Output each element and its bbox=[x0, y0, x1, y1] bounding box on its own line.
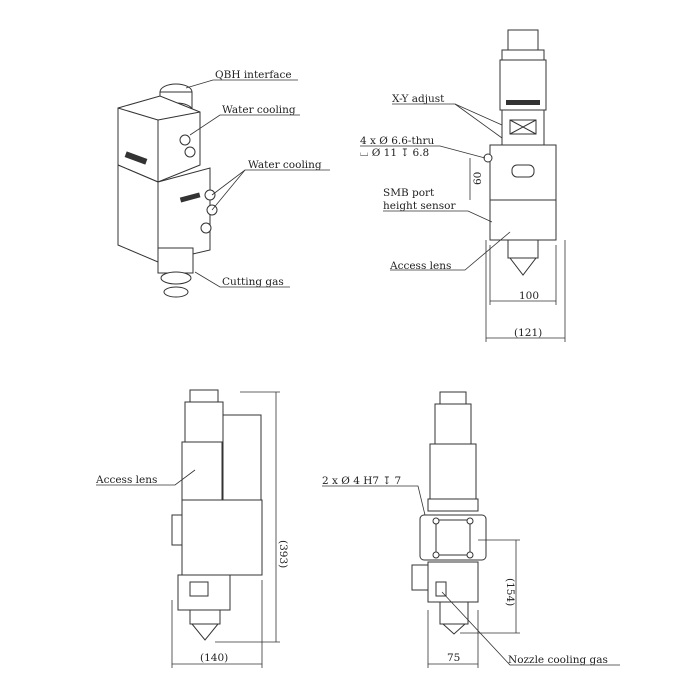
dim-154: (154) bbox=[504, 578, 516, 606]
label-cutting-gas: Cutting gas bbox=[222, 276, 284, 288]
label-counterbore: ⌴ Ø 11 ↧ 6.8 bbox=[360, 147, 429, 159]
dim-393: (393) bbox=[277, 540, 289, 568]
label-water-cooling-1: Water cooling bbox=[222, 104, 296, 116]
label-smb-port: SMB port bbox=[383, 187, 435, 199]
dim-75: 75 bbox=[447, 652, 460, 664]
side-view-bottom: 2 x Ø 4 H7 ↧ 7 (154) 75 Nozzle cooling g… bbox=[322, 391, 620, 668]
dim-100: 100 bbox=[519, 290, 539, 302]
label-height-sensor: height sensor bbox=[383, 200, 456, 212]
dim-140: (140) bbox=[200, 652, 228, 664]
label-access-lens-top: Access lens bbox=[389, 260, 451, 272]
label-dowel-holes: 2 x Ø 4 H7 ↧ 7 bbox=[322, 475, 401, 487]
label-water-cooling-2: Water cooling bbox=[248, 159, 322, 171]
label-xy-adjust: X-Y adjust bbox=[392, 93, 445, 105]
label-access-lens-front: Access lens bbox=[95, 474, 157, 486]
dim-60: 60 bbox=[472, 172, 484, 185]
front-view: Access lens (393) (140) bbox=[95, 389, 289, 668]
dim-121: (121) bbox=[514, 327, 542, 339]
label-nozzle-cooling-gas: Nozzle cooling gas bbox=[508, 654, 608, 666]
label-qbh-interface: QBH interface bbox=[215, 69, 292, 81]
label-mount-holes: 4 x Ø 6.6-thru bbox=[360, 135, 434, 147]
isometric-view: QBH interface Water cooling Water coolin… bbox=[117, 69, 330, 298]
side-view-top: X-Y adjust 4 x Ø 6.6-thru ⌴ Ø 11 ↧ 6.8 6… bbox=[360, 29, 566, 342]
